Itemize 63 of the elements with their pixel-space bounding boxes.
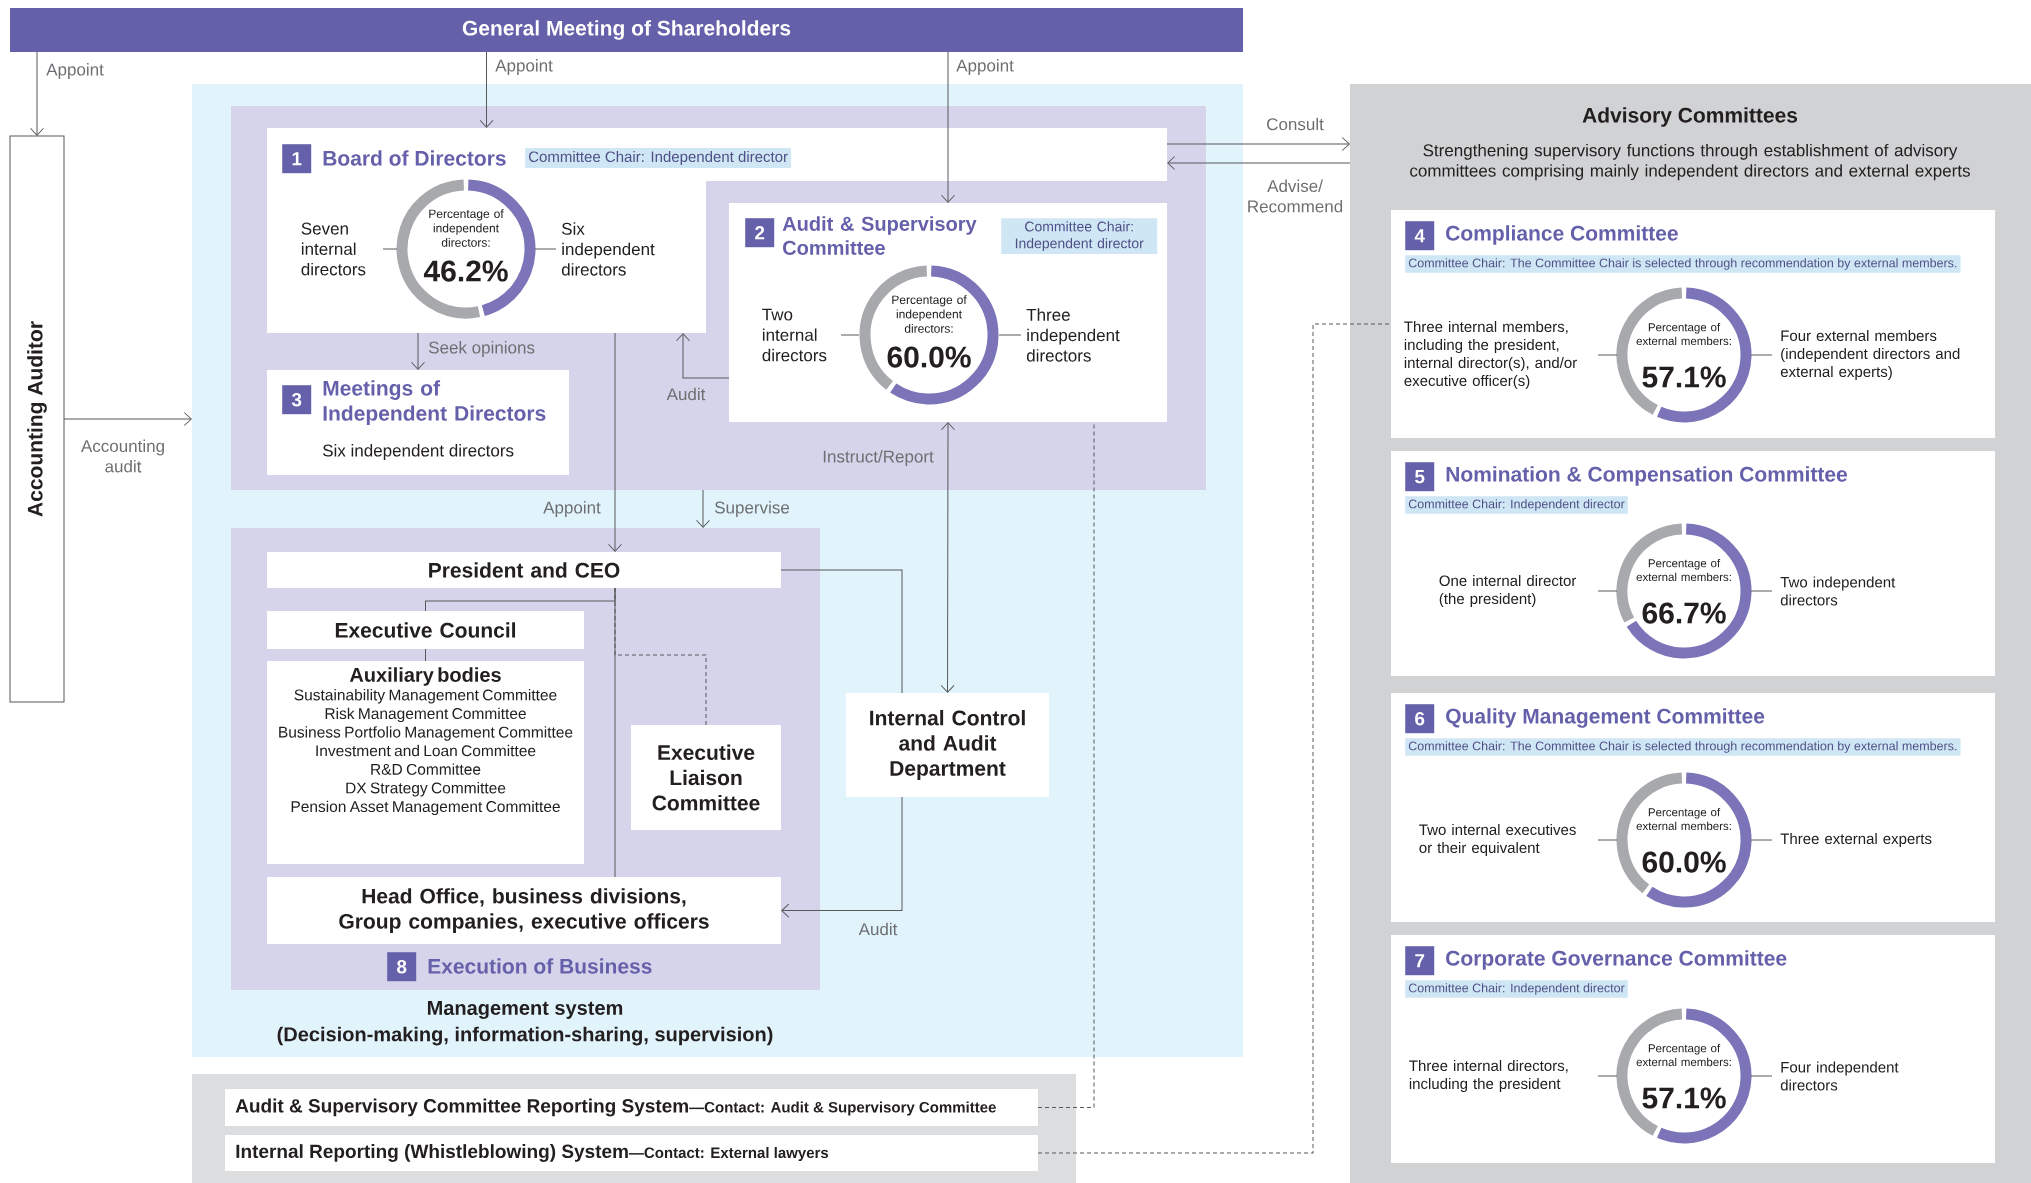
member-label: Two independent directors <box>1750 576 1896 606</box>
edge-label: Seek opinions <box>426 339 537 359</box>
number-badge: 2 <box>745 218 775 248</box>
auditor-box: Accounting Auditor <box>9 135 65 703</box>
connector-arrow <box>30 51 44 136</box>
chair-label: Committee Chair: Independent director <box>1001 218 1158 255</box>
member-label: Six independent directors <box>534 222 655 276</box>
edge-label: Appoint <box>493 57 555 77</box>
edge-label: Instruct/Report <box>820 448 936 468</box>
donut-chart: Percentage of external members: 60.0% <box>1616 772 1752 908</box>
connector-arrow <box>781 796 903 918</box>
member-label: Four independent directors <box>1750 1061 1899 1091</box>
connector-arrow <box>1167 156 1351 170</box>
number-badge: 1 <box>282 144 312 174</box>
auxiliary-bodies-box: Auxiliary bodies Sustainability Management Committee Risk Management Committee Business Portfolio Management Committee Investment and Loan Committee R&D Committee DX Strategy Committee Pension Asset Management Committee <box>267 661 584 864</box>
member-label: Two internal directors <box>762 308 860 362</box>
chair-label: Committee Chair: The Committee Chair is selected through recommendation by external members. <box>1405 255 1961 273</box>
connector-arrow <box>411 332 425 370</box>
connector-arrow <box>1166 137 1350 151</box>
unit-box: Executive Liaison Committee <box>631 725 781 830</box>
member-label: One internal director (the president) <box>1439 575 1618 607</box>
unit-box: Internal Control and Audit Department <box>846 693 1049 797</box>
connector-arrow <box>676 333 730 379</box>
donut-chart: Percentage of independent directors: 46.2% <box>396 179 536 319</box>
member-label: Three internal members, including the president, internal director(s), and/or executive officer(s) <box>1404 321 1618 389</box>
chair-label: Committee Chair: Independent director <box>1405 980 1628 998</box>
number-badge: 7 <box>1405 946 1435 976</box>
edge-label: Appoint <box>44 61 106 81</box>
edge-label: Accounting audit <box>76 437 170 475</box>
reporting-system-box: Audit & Supervisory Committee Reporting System—Contact: Audit & Supervisory Committee <box>225 1089 1038 1126</box>
member-label: Three external experts <box>1750 833 1932 847</box>
connector-arrow <box>941 51 955 203</box>
number-badge: 3 <box>282 385 312 415</box>
edge-label: Appoint <box>541 499 603 519</box>
number-badge: 4 <box>1405 221 1435 251</box>
edge-label: Appoint <box>954 57 1016 77</box>
connector-arrow <box>696 489 710 528</box>
chair-label: Committee Chair: The Committee Chair is selected through recommendation by external members. <box>1405 738 1961 756</box>
donut-chart: Percentage of external members: 57.1% <box>1616 1008 1752 1144</box>
connector-arrow <box>63 412 192 426</box>
member-label: Three internal directors, including the president <box>1409 1060 1618 1092</box>
member-label: Seven internal directors <box>301 222 398 276</box>
number-badge: 8 <box>387 952 417 982</box>
connector-arrow <box>608 332 622 552</box>
member-label: Two internal executives or their equivalent <box>1419 824 1618 856</box>
donut-chart: Percentage of external members: 57.1% <box>1616 287 1752 423</box>
chair-label: Committee Chair: Independent director <box>1405 496 1628 514</box>
connector-arrow <box>940 422 955 693</box>
reporting-system-box: Internal Reporting (Whistleblowing) System—Contact: External lawyers <box>225 1135 1038 1171</box>
donut-chart: Percentage of independent directors: 60.0% <box>859 265 999 405</box>
title-banner: General Meeting of Shareholders <box>10 8 1243 52</box>
edge-label: Advise/ Recommend <box>1243 177 1347 215</box>
edge-label: Supervise <box>712 499 792 519</box>
member-label: Four external members (independent directors and external experts) <box>1750 330 1960 380</box>
chair-label: Committee Chair: Independent director <box>525 148 792 168</box>
number-badge: 6 <box>1405 704 1435 734</box>
connector-arrow <box>479 51 494 128</box>
unit-box: President and CEO <box>267 552 781 588</box>
unit-box: Executive Council <box>267 611 584 649</box>
unit-box: Head Office, business divisions, Group companies, executive officers <box>267 877 781 944</box>
donut-chart: Percentage of external members: 66.7% <box>1616 523 1752 659</box>
number-badge: 5 <box>1405 462 1435 492</box>
member-label: Three independent directors <box>998 308 1120 362</box>
